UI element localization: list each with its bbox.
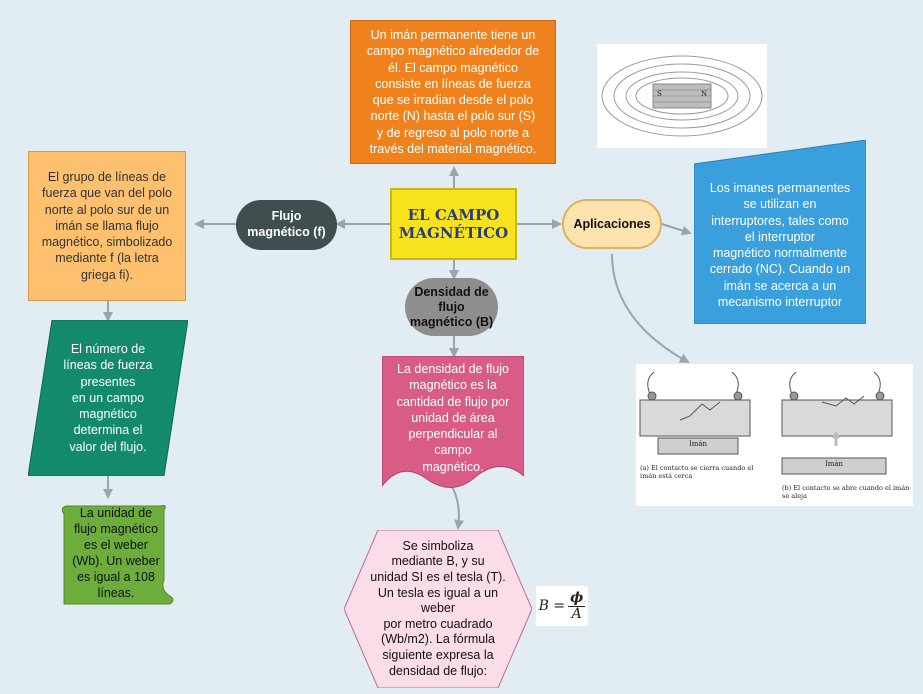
reed-switch-image: Imán Imán (a) El contacto se cierra cuan… bbox=[636, 364, 913, 506]
lines-parallelogram-shape bbox=[28, 320, 188, 476]
formula-fraction: ϕ A bbox=[568, 589, 586, 622]
lines-of-force-box: El número de líneas de fuerza presentes … bbox=[48, 322, 168, 474]
density-node-label: Densidad de flujo magnético (B) bbox=[409, 284, 494, 329]
density-definition-box: La densidad de flujo magnético es la can… bbox=[386, 360, 520, 476]
weber-box: La unidad de flujo magnético es el weber… bbox=[62, 504, 170, 602]
weber-shape bbox=[61, 505, 174, 605]
top-field-box: Un imán permanente tiene un campo magnét… bbox=[350, 20, 556, 164]
weber-text: La unidad de flujo magnético es el weber… bbox=[72, 506, 160, 600]
formula-numerator: ϕ bbox=[568, 589, 586, 607]
formula-lhs: B = bbox=[538, 598, 566, 614]
applications-text: Los imanes permanentes se utilizan en in… bbox=[709, 181, 851, 309]
density-definition-text: La densidad de flujo magnético es la can… bbox=[396, 362, 510, 474]
formula-denominator: A bbox=[571, 605, 582, 622]
magnet-field-image: S N bbox=[597, 44, 767, 148]
magnet-field-drawing bbox=[601, 55, 763, 137]
top-field-text: Un imán permanente tiene un campo magnét… bbox=[366, 28, 540, 156]
flux-node-label: Flujo magnético (f) bbox=[247, 209, 326, 239]
center-title-box[interactable]: EL CAMPO MAGNÉTICO bbox=[390, 188, 517, 260]
applications-shape bbox=[694, 140, 866, 324]
applications-box: Los imanes permanentes se utilizan en in… bbox=[698, 170, 862, 320]
switch-a-magnet-label: Imán bbox=[688, 440, 708, 448]
tesla-text: Se simboliza mediante B, y su unidad SI … bbox=[370, 538, 506, 678]
arrow-apps-switch bbox=[611, 253, 690, 363]
tesla-box: Se simboliza mediante B, y su unidad SI … bbox=[364, 532, 512, 686]
reed-switch-drawing bbox=[639, 371, 893, 475]
arrow-apps-box bbox=[661, 223, 692, 236]
applications-label: Aplicaciones bbox=[573, 217, 651, 231]
switch-a-caption: (a) El contacto se cierra cuando el imán… bbox=[640, 464, 754, 481]
flux-node[interactable]: Flujo magnético (f) bbox=[236, 200, 337, 250]
lines-of-force-text: El número de líneas de fuerza presentes … bbox=[63, 342, 153, 454]
center-title: EL CAMPO MAGNÉTICO bbox=[398, 206, 509, 242]
density-document-shape bbox=[382, 356, 524, 488]
flux-definition-box: El grupo de líneas de fuerza que van del… bbox=[28, 151, 186, 301]
magnet-north-label: N bbox=[701, 90, 708, 98]
switch-b-caption: (b) El contacto se abre cuando el imán s… bbox=[782, 484, 910, 501]
magnet-south-label: S bbox=[657, 90, 662, 98]
density-node[interactable]: Densidad de flujo magnético (B) bbox=[405, 278, 498, 336]
flux-definition-text: El grupo de líneas de fuerza que van del… bbox=[41, 170, 173, 282]
switch-b-magnet-label: Imán bbox=[824, 460, 844, 468]
tesla-hexagon-shape bbox=[344, 530, 532, 688]
applications-node[interactable]: Aplicaciones bbox=[562, 199, 662, 249]
density-formula: B = ϕ A bbox=[536, 586, 588, 626]
